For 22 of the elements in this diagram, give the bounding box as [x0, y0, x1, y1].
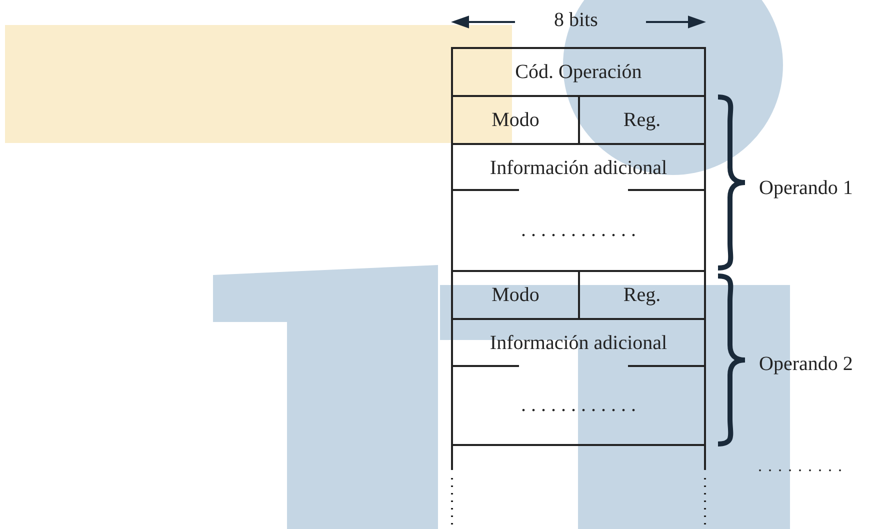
- field-text: . . . . . . . . . . . .: [521, 218, 636, 242]
- field-text: Cód. Operación: [515, 60, 642, 84]
- memory-field: [578, 270, 706, 318]
- dimension-label: 8 bits: [554, 8, 598, 32]
- memory-field: [451, 270, 578, 318]
- memory-field: [578, 95, 706, 143]
- field-text: Información adicional: [490, 331, 668, 355]
- memory-field: [451, 190, 706, 270]
- memory-field: [451, 47, 706, 95]
- bracket-label: Operando 1: [759, 176, 853, 200]
- field-text: Modo: [492, 108, 540, 132]
- memory-field: [451, 95, 578, 143]
- memory-field: [451, 318, 706, 366]
- field-text: . . . . . . . . . . . .: [521, 393, 636, 417]
- field-text: Información adicional: [490, 156, 668, 180]
- ellipsis: . . . . . . . . .: [758, 457, 843, 477]
- memory-field: [451, 366, 706, 446]
- field-text: Modo: [492, 283, 540, 307]
- memory-field: [451, 143, 706, 190]
- field-text: Reg.: [623, 283, 661, 307]
- bracket-label: Operando 2: [759, 352, 853, 376]
- field-text: Reg.: [623, 108, 661, 132]
